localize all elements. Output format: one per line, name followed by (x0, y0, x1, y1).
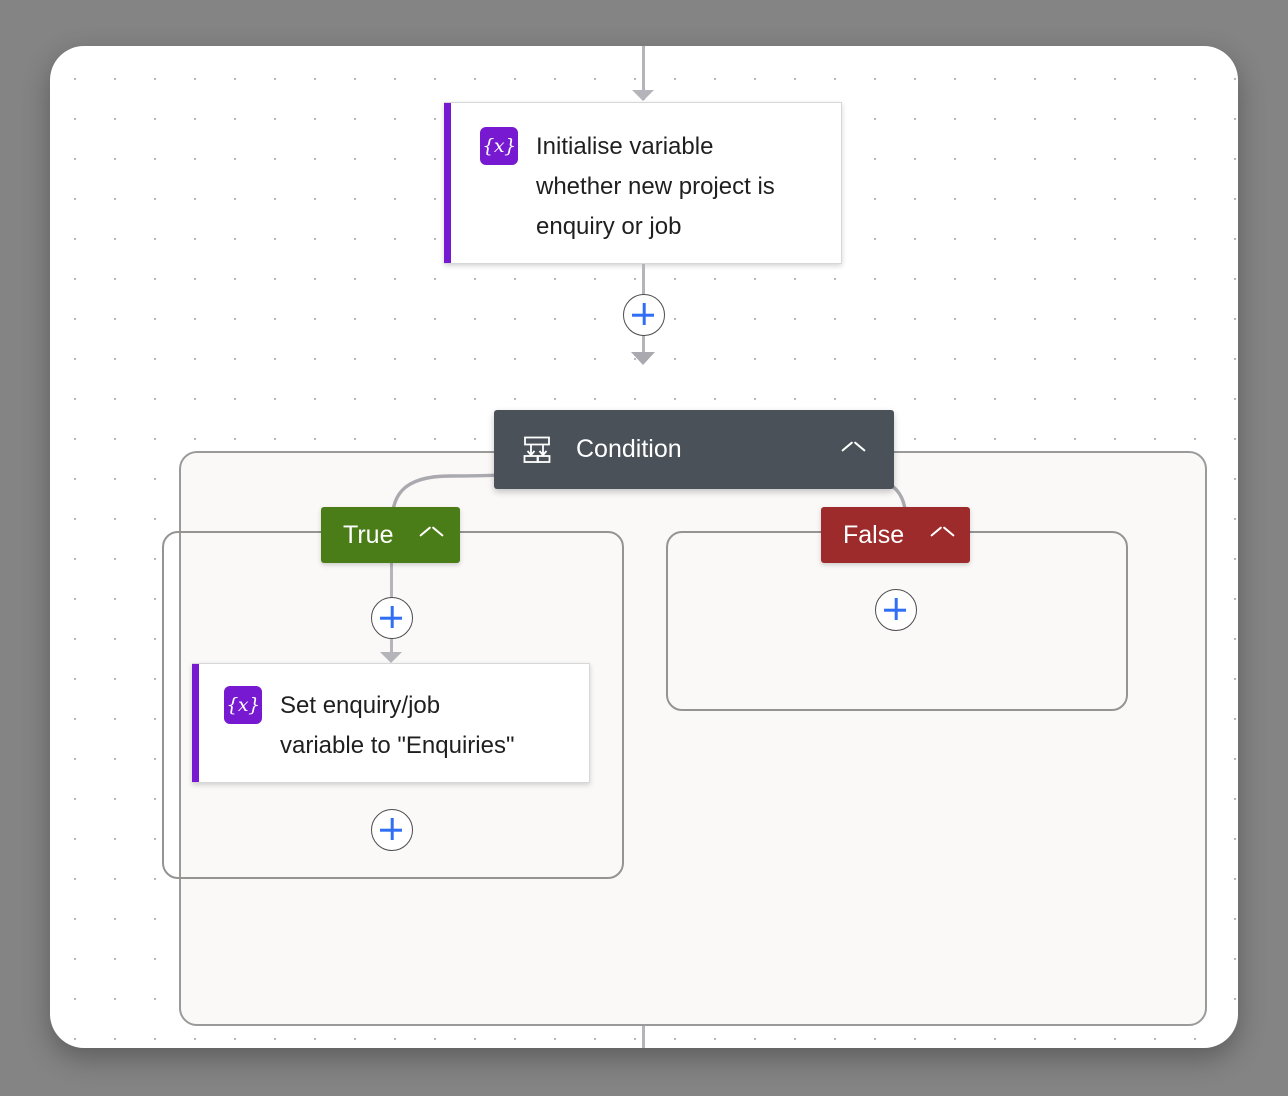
add-step-button-false[interactable] (875, 589, 917, 631)
action-card-title: Set enquiry/job variable to "Enquiries" (280, 686, 571, 766)
card-accent-bar (192, 664, 199, 782)
card-title-line-2: variable to "Enquiries" (280, 732, 515, 759)
add-step-button-true-after-set[interactable] (371, 809, 413, 851)
branch-label-false-text: False (843, 520, 905, 549)
branch-label-true[interactable]: True (321, 507, 460, 563)
variable-icon: {x} (480, 127, 518, 165)
connector-top-arrowhead (632, 90, 654, 101)
connector-bottom-outgoing (642, 1026, 645, 1048)
connector-plus-to-condition (642, 336, 645, 362)
card-title-line-2: whether new project is (536, 173, 775, 200)
condition-node-title: Condition (576, 435, 682, 463)
variable-icon: {x} (224, 686, 262, 724)
connector-true-plus-to-card (390, 639, 393, 661)
chevron-up-icon[interactable] (421, 529, 442, 541)
branch-label-true-text: True (343, 520, 394, 549)
connector-top-incoming (642, 46, 645, 100)
card-title-line-1: Initialise variable (536, 133, 714, 160)
connector-condition-arrowhead (631, 352, 655, 365)
add-step-button-true-before-set[interactable] (371, 597, 413, 639)
connector-true-card-arrowhead (380, 652, 402, 663)
card-title-line-1: Set enquiry/job (280, 692, 441, 719)
action-card-set-variable[interactable]: {x} Set enquiry/job variable to "Enquiri… (192, 663, 590, 783)
chevron-up-icon[interactable] (843, 444, 864, 456)
card-title-line-3: enquiry or job (536, 213, 682, 240)
flow-designer-panel: {x} Initialise variable whether new proj… (50, 46, 1238, 1048)
condition-node-header[interactable]: Condition (494, 410, 894, 489)
chevron-up-icon[interactable] (932, 529, 953, 541)
connector-true-to-plus (390, 561, 393, 621)
card-accent-bar (444, 103, 451, 263)
branch-label-false[interactable]: False (821, 507, 970, 563)
action-card-title: Initialise variable whether new project … (536, 127, 819, 247)
add-step-button-after-initialise[interactable] (623, 294, 665, 336)
action-card-initialise-variable[interactable]: {x} Initialise variable whether new proj… (444, 102, 842, 264)
condition-icon (522, 436, 552, 464)
